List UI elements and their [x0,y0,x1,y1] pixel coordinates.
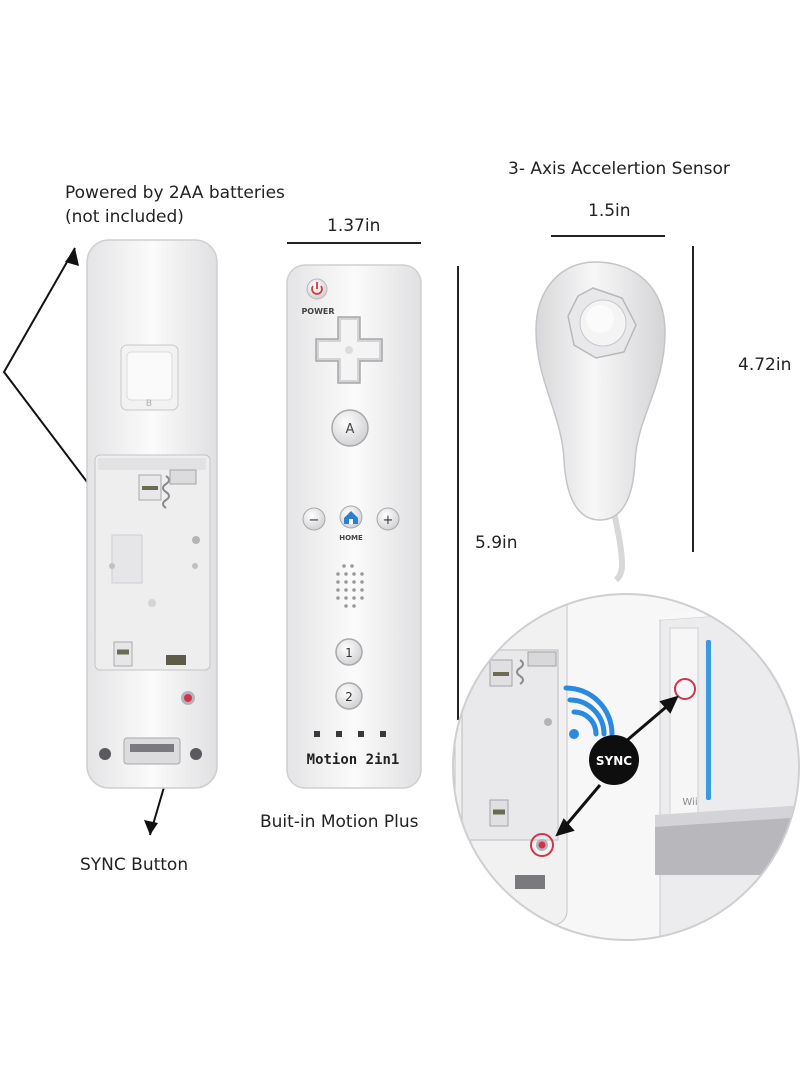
batteries-label-line2: (not included) [65,207,184,227]
remote-back: B [86,239,218,789]
power-label: POWER [301,307,334,316]
sync-bubble-label: SYNC [596,754,632,768]
one-button-label: 1 [345,646,353,660]
motion-plus-label: Buit-in Motion Plus [260,812,419,832]
one-button [335,638,363,666]
sync-icon [589,735,639,785]
power-icon [311,282,323,295]
a-button [331,409,369,447]
b-trigger-label: B [146,399,152,409]
a-button-label: A [346,422,355,437]
nunchuk [535,261,666,583]
plus-button [376,507,400,531]
wii-console: Wii [655,602,799,940]
minus-button-label: − [309,513,320,528]
brand-label: Motion 2in1 [307,752,400,768]
nunchuk-height-label: 4.72in [738,355,792,375]
remote-height-label: 5.9in [475,533,518,553]
minus-button [302,507,326,531]
home-icon [344,511,358,524]
inset-sync-highlight-remote [530,833,554,857]
remote-width-label: 1.37in [327,216,381,236]
remote-front: POWER A − HOME + 1 [286,264,422,789]
two-button [335,682,363,710]
inset-sync-highlight-console [674,678,696,700]
player-leds [314,731,386,737]
two-button-label: 2 [345,690,353,704]
sync-inset: Wii SYNC [452,593,800,941]
plus-button-label: + [383,513,394,528]
sensor-label: 3- Axis Accelertion Sensor [508,159,730,179]
console-label: Wii [682,797,697,808]
speaker-icon [336,564,364,608]
battery-callout-arrowhead [65,248,79,266]
home-label: HOME [339,534,363,542]
sync-button-label: SYNC Button [80,855,189,875]
wifi-icon [563,685,615,737]
nunchuk-width-label: 1.5in [588,201,631,221]
batteries-label-line1: Powered by 2AA batteries [65,183,285,203]
dpad-icon [315,316,383,384]
